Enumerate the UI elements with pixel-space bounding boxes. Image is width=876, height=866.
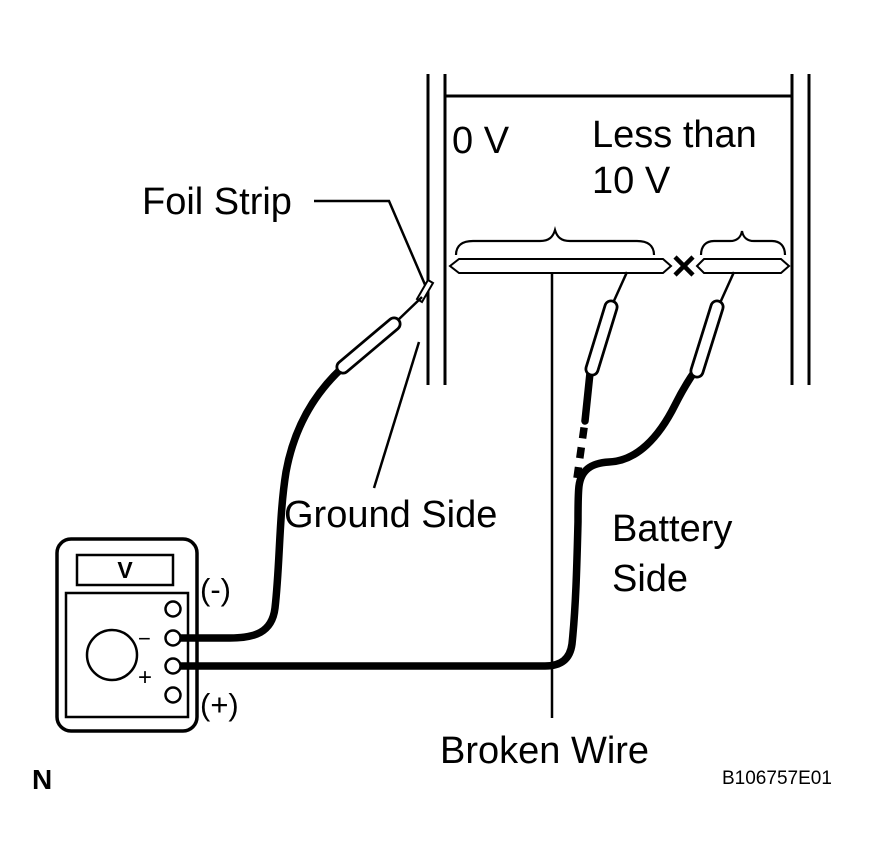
wire-bar-battery-segment: [695, 258, 791, 274]
negative-lead-label: (-): [200, 572, 231, 607]
probe-ground-side-of-break: [584, 271, 629, 377]
probe-b-tip: [718, 271, 736, 304]
probe-a-body-fill: [587, 302, 616, 374]
probes: [335, 271, 736, 379]
voltmeter-minus-sign: −: [138, 626, 151, 651]
voltmeter-dial: [85, 628, 139, 682]
terminal-negative: [164, 629, 182, 647]
probe-a-tip: [611, 271, 629, 304]
wire-bar-ground-segment: [448, 258, 673, 274]
wire-harness-rails: [426, 74, 811, 385]
ground-probe-tip: [396, 296, 423, 322]
terminal-1: [164, 600, 182, 618]
battery-side-label-line1: Battery: [612, 508, 732, 550]
brace-ground-segment: [454, 226, 656, 256]
terminal-4: [164, 686, 182, 704]
break-x-icon: [673, 255, 695, 277]
voltmeter-display-label: V: [117, 557, 133, 583]
figure-id-code: B106757E01: [722, 768, 832, 789]
broken-wire-label: Broken Wire: [440, 730, 649, 772]
probe-battery-side-of-break: [689, 271, 736, 379]
reading-zero-volts-label: 0 V: [452, 120, 510, 162]
ground-probe: [335, 296, 423, 375]
positive-lead-alternate-solid-segment: [581, 369, 594, 425]
foil-strip-label: Foil Strip: [142, 181, 292, 223]
ground-side-pointer-line: [372, 341, 421, 489]
terminal-positive: [164, 657, 182, 675]
battery-side-label-line2: Side: [612, 558, 688, 600]
probe-b-body-fill: [692, 302, 722, 376]
measured-wire-bar: [448, 226, 791, 277]
voltmeter-terminals: [164, 600, 182, 704]
diagram-labels: 0 V Less than 10 V Foil Strip Ground Sid…: [32, 114, 832, 795]
negative-lead-wire: [175, 364, 346, 642]
reading-less-than-label: Less than: [592, 114, 757, 156]
ground-probe-body-fill: [338, 319, 399, 372]
reading-ten-volts-label: 10 V: [592, 160, 671, 202]
positive-lead-label: (+): [200, 687, 239, 722]
test-leads: [175, 364, 699, 670]
voltmeter-display: [75, 553, 175, 587]
break-x-stroke-2: [673, 255, 695, 277]
foil-strip-leader-line: [314, 199, 428, 288]
brace-battery-segment: [699, 230, 787, 256]
corner-mark: N: [32, 764, 52, 795]
positive-lead-wire: [175, 367, 699, 670]
positive-lead-alternate-dashed-segment: [573, 420, 589, 479]
ground-side-label: Ground Side: [284, 494, 497, 536]
voltmeter-plus-sign: +: [138, 664, 152, 691]
